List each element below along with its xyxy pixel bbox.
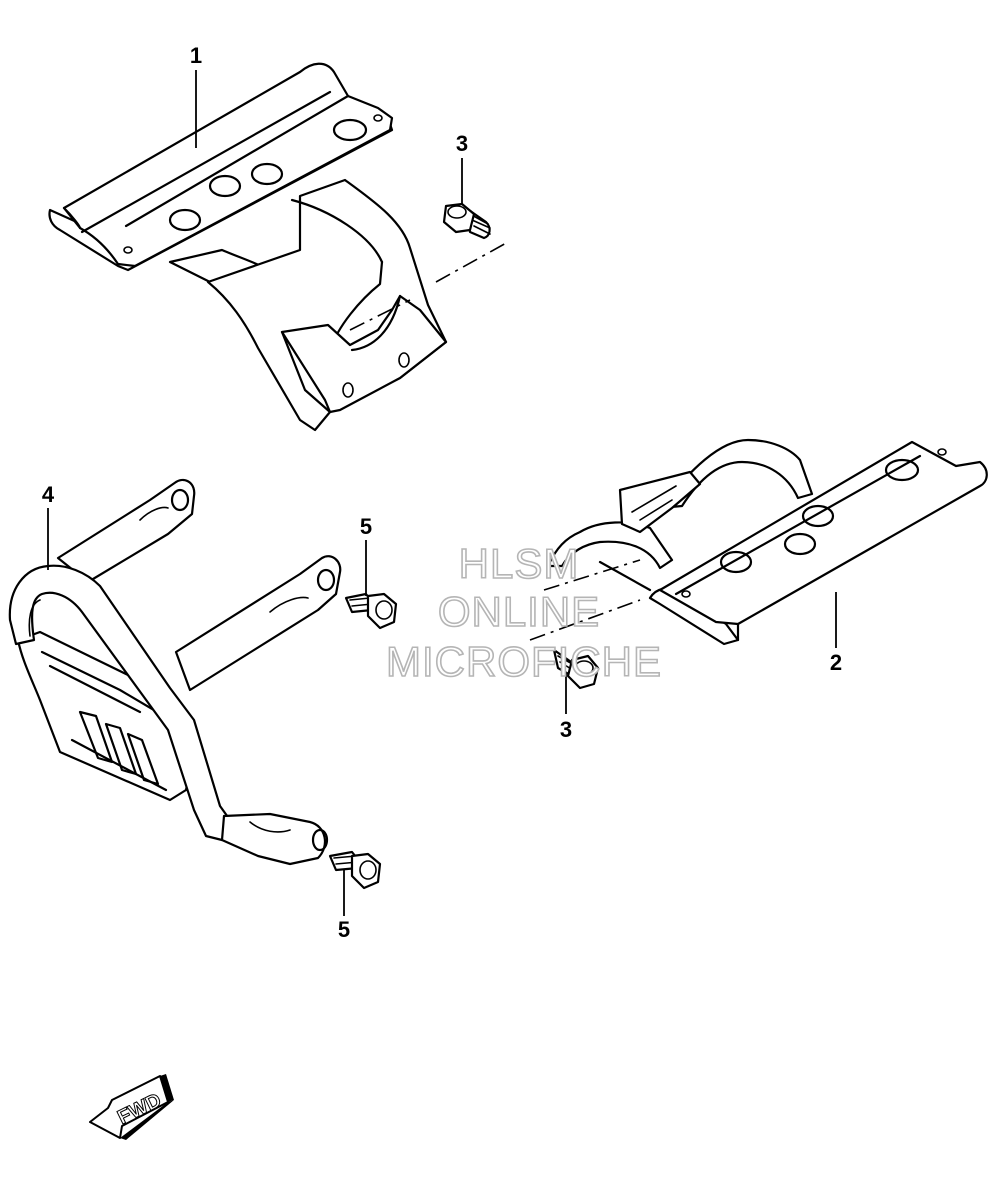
callout-part-5-top[interactable]: 5: [360, 514, 372, 539]
part-1-carrier-bracket[interactable]: [48, 62, 509, 432]
watermark: HLSM ONLINE MICROFICHE: [385, 539, 662, 686]
callout-part-2[interactable]: 2: [830, 650, 842, 675]
watermark-line-3: MICROFICHE: [386, 638, 662, 685]
part-3-bolt-top[interactable]: [442, 202, 491, 240]
callout-part-3-top[interactable]: 3: [456, 131, 468, 156]
part-5-bolt-bottom[interactable]: [328, 850, 382, 890]
part-3-bolt-bottom[interactable]: [552, 648, 600, 690]
part-2-carrier-bracket[interactable]: [529, 438, 988, 646]
fwd-arrow-icon: FWD: [89, 1074, 174, 1140]
watermark-line-2: ONLINE: [438, 588, 600, 635]
watermark-line-1: HLSM: [459, 540, 580, 587]
part-5-bolt-top[interactable]: [344, 592, 398, 630]
callout-part-3-bottom[interactable]: 3: [560, 717, 572, 742]
callout-part-5-bottom[interactable]: 5: [338, 917, 350, 942]
part-4-front-guard[interactable]: [8, 478, 342, 866]
callout-part-1[interactable]: 1: [190, 43, 202, 68]
callout-part-4[interactable]: 4: [42, 482, 55, 507]
